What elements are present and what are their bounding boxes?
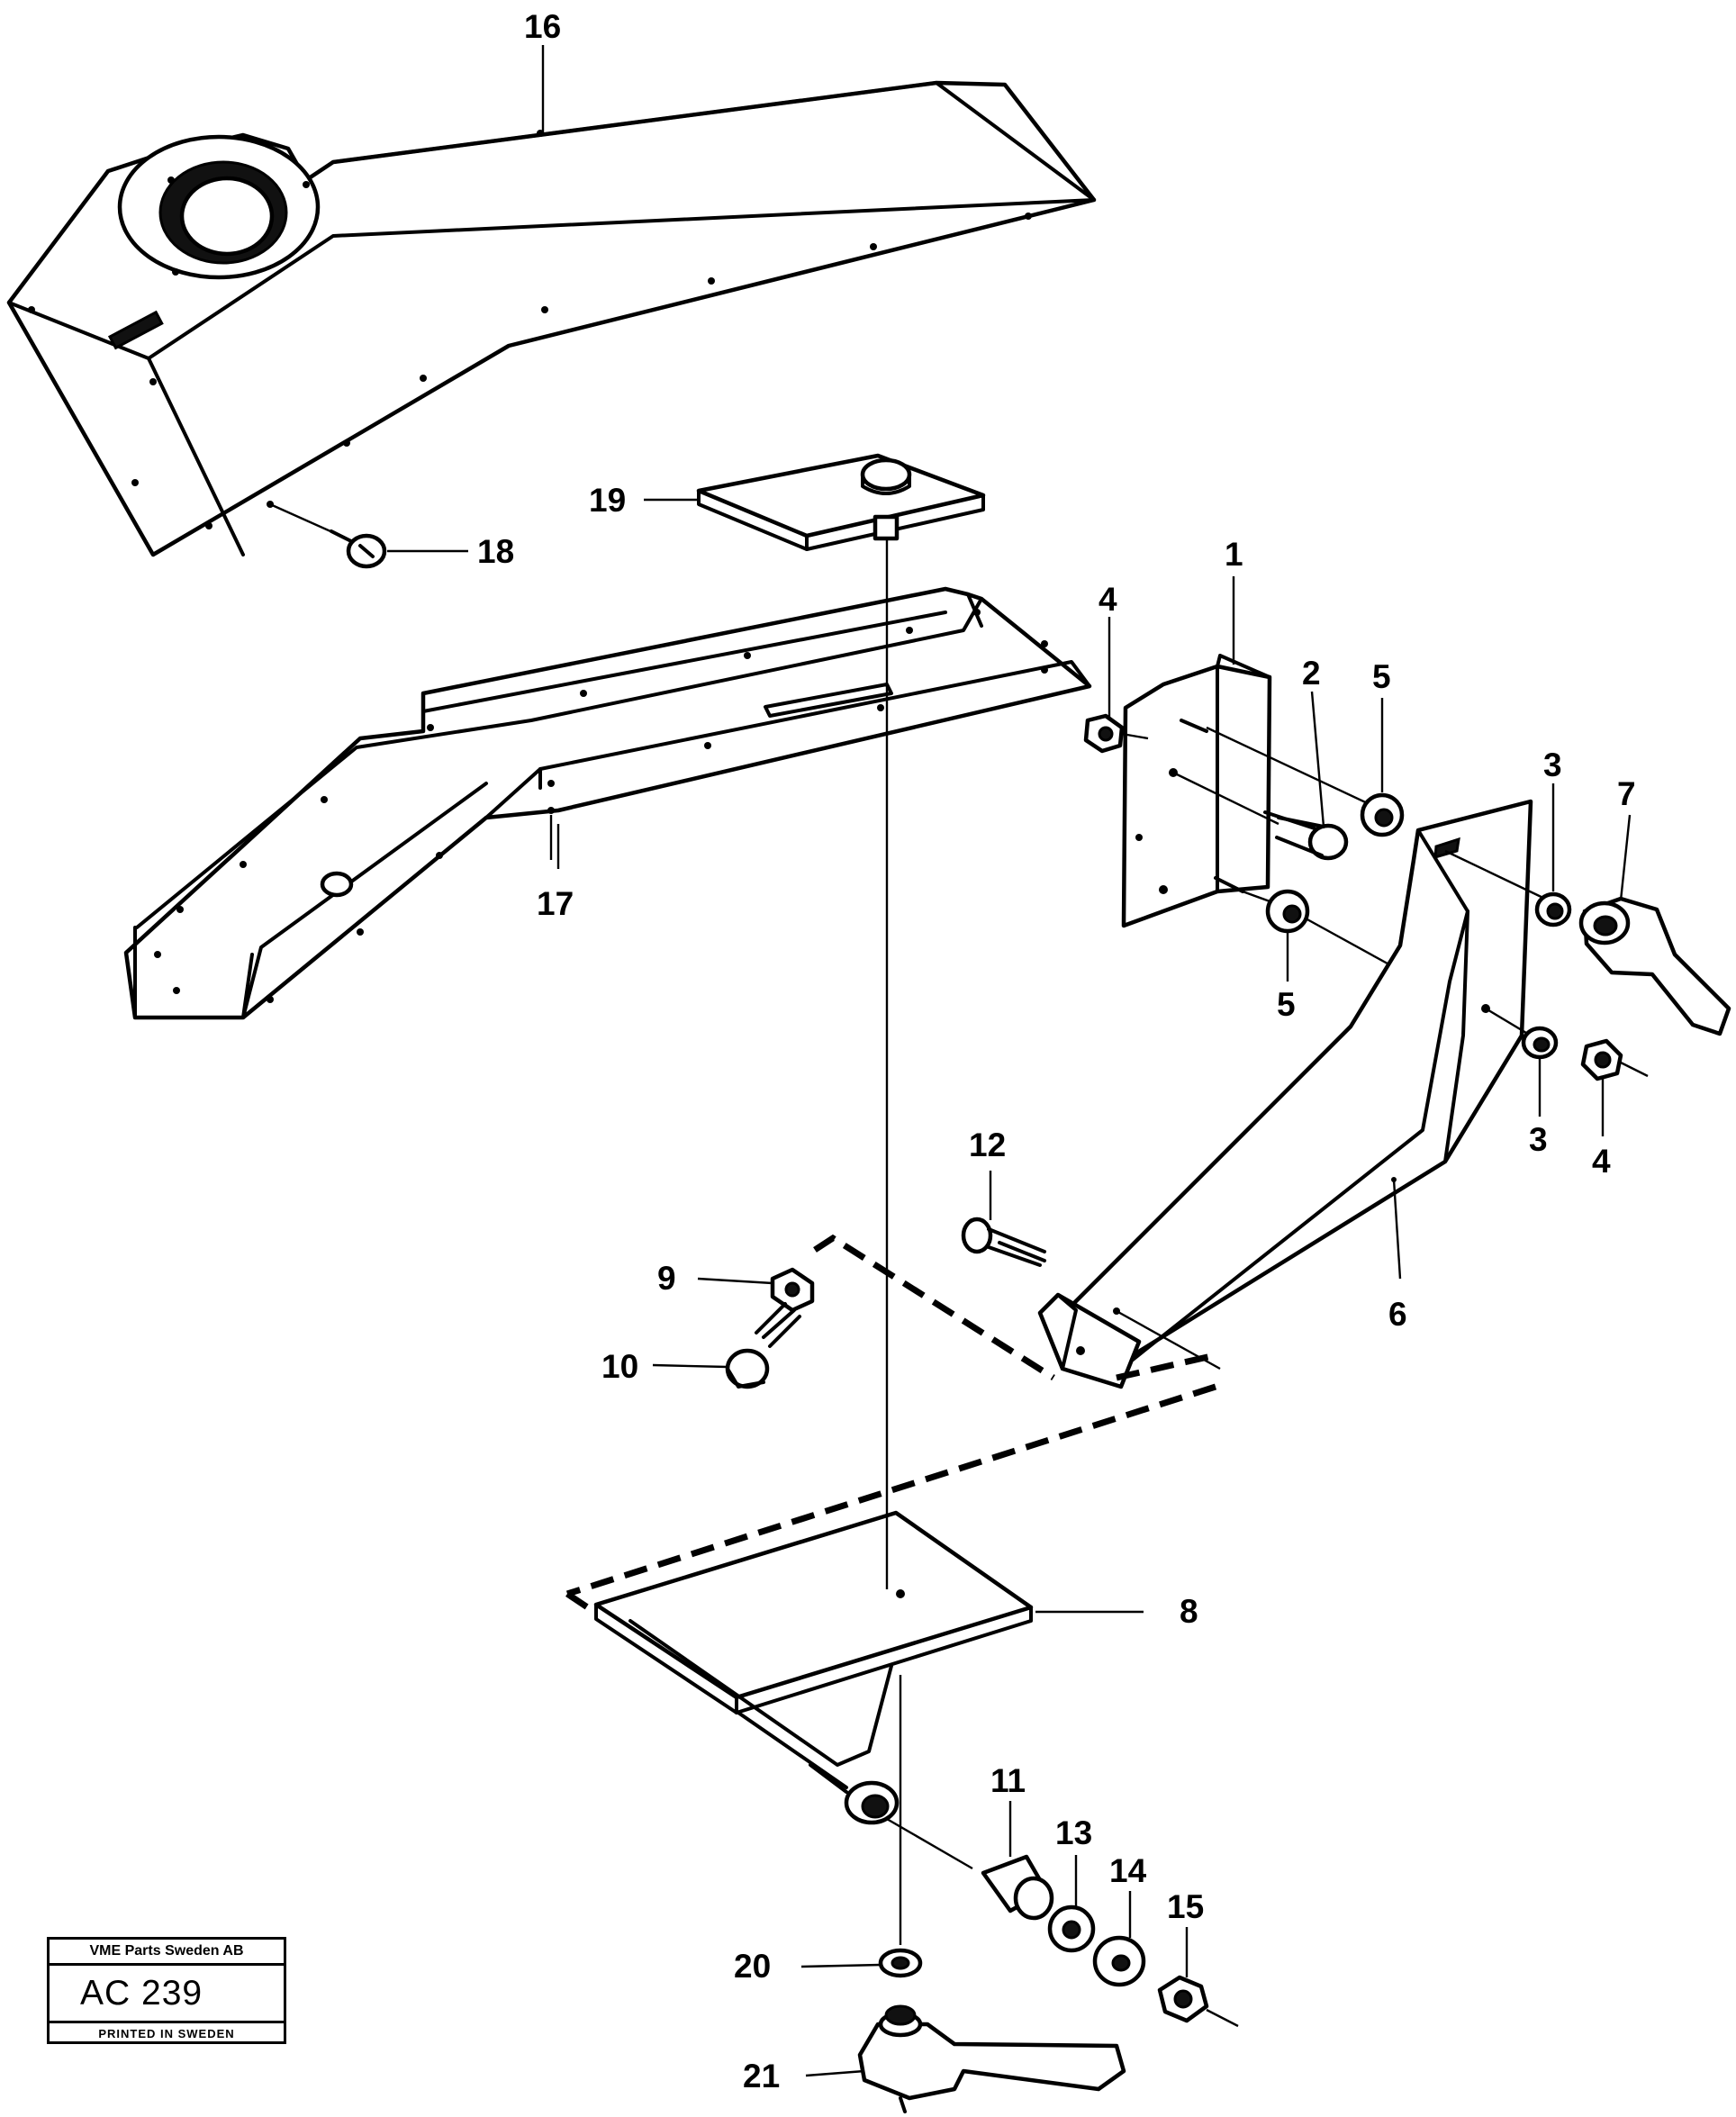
callout-8: 8	[1180, 1593, 1198, 1630]
callout-4-lower: 4	[1592, 1143, 1611, 1180]
callout-19: 19	[589, 482, 626, 519]
callout-14: 14	[1109, 1852, 1147, 1889]
part-8-plate	[593, 1510, 1144, 1825]
callout-7: 7	[1617, 775, 1636, 812]
stamp-company: VME Parts Sweden AB	[50, 1940, 284, 1966]
part-3-washer-upper	[1534, 891, 1572, 927]
callout-3-upper: 3	[1543, 746, 1562, 783]
callout-13: 13	[1055, 1814, 1092, 1851]
callout-5-lower: 5	[1277, 986, 1296, 1023]
part-2-bolt	[1172, 771, 1349, 861]
part-7-lever	[1578, 896, 1731, 1036]
part-9-nut	[770, 1267, 815, 1313]
dashed-outline	[565, 1234, 1217, 1615]
callout-1: 1	[1225, 536, 1243, 573]
part-10-bolt	[725, 1302, 801, 1389]
leader-lines	[541, 45, 1632, 2077]
part-16-frame	[123, 586, 1092, 1020]
part-14-washer	[1092, 1935, 1146, 1987]
part-21-lever	[857, 2004, 1126, 2113]
part-13-washer	[1047, 1904, 1096, 1953]
part-15-nut	[1157, 1975, 1239, 2028]
callout-10: 10	[601, 1348, 638, 1385]
callout-6: 6	[1388, 1296, 1407, 1333]
part-17-cover	[6, 80, 1097, 557]
callout-2: 2	[1302, 655, 1321, 692]
part-19-plate	[644, 453, 986, 551]
callout-5-upper: 5	[1372, 658, 1391, 695]
part-4-nut-lower	[1580, 1038, 1649, 1081]
callout-16: 17	[537, 885, 574, 922]
callout-labels: 16 18 19 1 4 2 5 3 7 5 17 3 4 12 6 9 10 …	[477, 8, 1636, 2094]
callout-20: 20	[734, 1948, 771, 1985]
callout-3-lower: 3	[1529, 1121, 1548, 1158]
part-4-nut-upper	[1083, 713, 1149, 754]
part-1-bracket	[1121, 654, 1272, 928]
part-5-spacer-lower	[1214, 876, 1397, 970]
callout-9: 9	[657, 1260, 676, 1297]
part-11-sleeve	[886, 1817, 1054, 1921]
callout-12: 12	[969, 1126, 1006, 1163]
callout-15: 15	[1167, 1888, 1204, 1925]
callout-21: 21	[743, 2058, 780, 2094]
callout-17: 16	[524, 8, 561, 45]
part-18-screw	[269, 502, 468, 569]
stamp-code: AC 239	[50, 1966, 284, 2023]
part-12-bolt	[961, 1217, 1046, 1267]
part-20-washer	[878, 1948, 923, 1978]
part-6-arm	[1037, 799, 1550, 1389]
part-5-spacer-upper	[1180, 719, 1405, 837]
part-3-washer-lower	[1521, 1026, 1559, 1060]
title-block-stamp: VME Parts Sweden AB AC 239 PRINTED IN SW…	[47, 1937, 286, 2044]
stamp-printed: PRINTED IN SWEDEN	[98, 2027, 235, 2040]
callout-18: 18	[477, 533, 514, 570]
callout-4-upper: 4	[1099, 581, 1117, 618]
callout-11: 11	[990, 1762, 1026, 1799]
